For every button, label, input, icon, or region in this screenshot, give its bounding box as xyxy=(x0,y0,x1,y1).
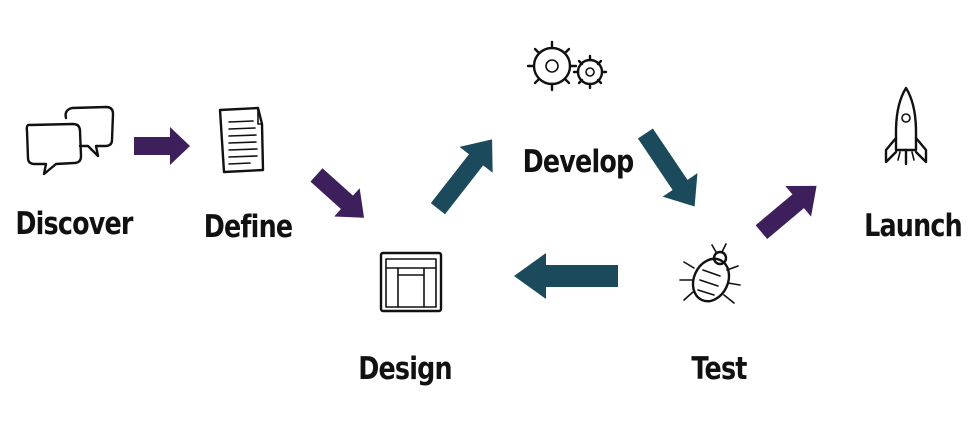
stage-label-design: Design xyxy=(358,351,452,387)
gears-icon xyxy=(526,40,608,92)
stage-label-launch: Launch xyxy=(864,208,963,244)
arrow-design-to-develop xyxy=(430,139,493,215)
stage-label-define: Define xyxy=(203,209,293,245)
document-icon xyxy=(218,106,265,174)
arrow-test-to-design xyxy=(514,253,618,299)
speech-bubbles-icon xyxy=(25,105,115,176)
stage-label-discover: Discover xyxy=(15,206,133,242)
arrow-define-to-design xyxy=(310,168,365,218)
arrow-develop-to-test xyxy=(637,128,698,207)
stage-label-test: Test xyxy=(691,351,747,387)
stage-label-develop: Develop xyxy=(522,144,635,180)
arrow-discover-to-define xyxy=(134,127,190,165)
arrow-test-to-launch xyxy=(755,185,817,240)
wireframe-icon xyxy=(379,251,443,313)
rocket-icon xyxy=(884,86,928,166)
bug-icon xyxy=(679,243,741,304)
